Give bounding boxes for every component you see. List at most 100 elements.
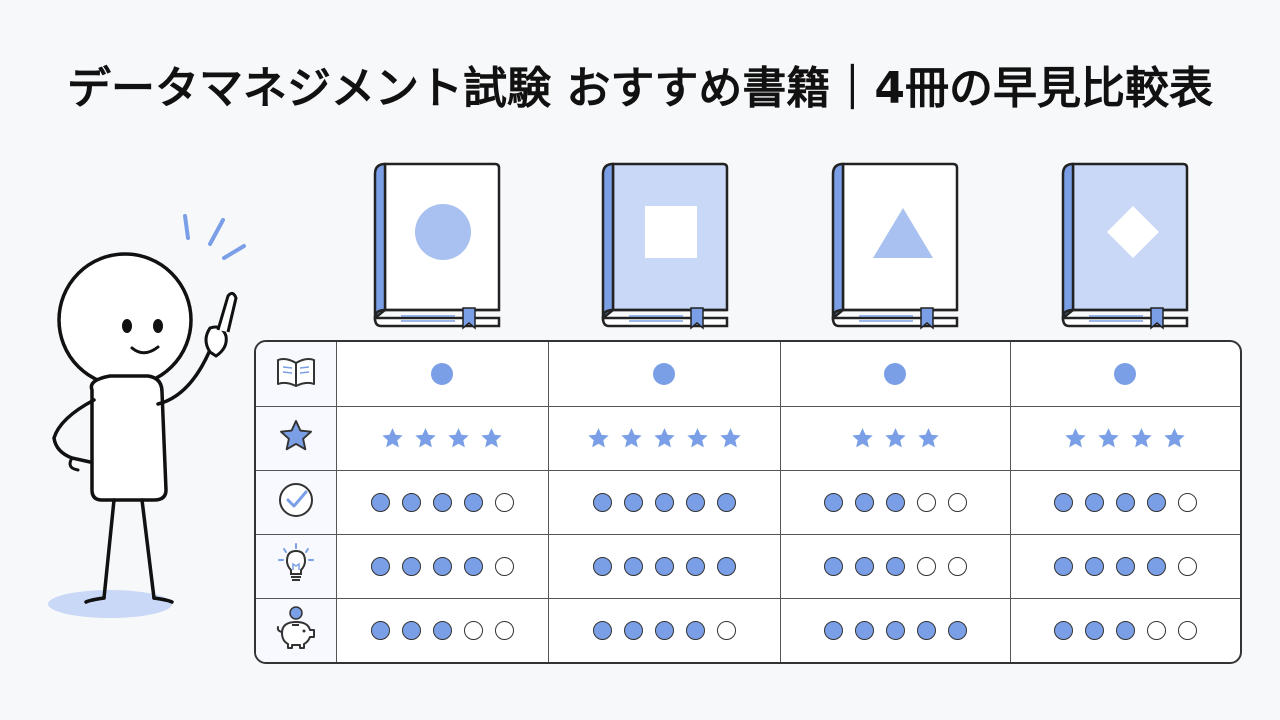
rating-dot-filled: [1084, 556, 1104, 576]
rating-cell: [336, 598, 548, 662]
row-divider: [256, 470, 1240, 471]
table-row: [256, 406, 1240, 470]
rating-dot-filled: [592, 492, 612, 512]
book-2: [601, 162, 729, 330]
rating-dot-filled: [401, 620, 421, 640]
rating-cell: [548, 598, 780, 662]
rating-dot-empty: [716, 620, 736, 640]
rating-dot-filled: [592, 620, 612, 640]
rating-cell: [548, 406, 780, 470]
figure-body: [89, 374, 168, 502]
rating-dot-empty: [947, 556, 967, 576]
figure-shadow: [48, 590, 172, 618]
rating-dot-empty: [947, 492, 967, 512]
cover-marker-dot: [431, 363, 453, 385]
check-circle-icon: [276, 480, 316, 524]
rating-star-icon: [917, 427, 939, 447]
rating-cell: [780, 406, 1010, 470]
rating-dot-filled: [854, 492, 874, 512]
rating-dot-filled: [623, 556, 643, 576]
row-label-cell: [256, 470, 336, 534]
rating-star-icon: [1065, 427, 1086, 447]
rating-cell: [780, 598, 1010, 662]
rating-dot-filled: [823, 492, 843, 512]
rating-dot-filled: [1053, 492, 1073, 512]
rating-dot-empty: [463, 620, 483, 640]
piggy-bank-icon: [274, 605, 318, 655]
cover-marker-dot: [653, 363, 675, 385]
rating-dot-filled: [654, 492, 674, 512]
rating-dot-filled: [1146, 556, 1166, 576]
row-label-cell: [256, 406, 336, 470]
rating-cell: [780, 470, 1010, 534]
rating-dot-filled: [1146, 492, 1166, 512]
rating-dot-filled: [401, 556, 421, 576]
rating-star-icon: [1098, 427, 1119, 447]
rating-dot-filled: [463, 556, 483, 576]
rating-dot-filled: [654, 556, 674, 576]
rating-dot-filled: [1115, 492, 1135, 512]
rating-dot-filled: [432, 620, 452, 640]
book-4: [1061, 162, 1189, 330]
rating-dot-filled: [685, 492, 705, 512]
rating-dot-filled: [823, 620, 843, 640]
rating-dot-filled: [623, 492, 643, 512]
rating-dot-filled: [685, 620, 705, 640]
rating-dot-filled: [854, 620, 874, 640]
rating-cell: [1010, 470, 1240, 534]
rating-dot-filled: [1084, 620, 1104, 640]
stick-figure-illustration: [48, 214, 246, 618]
rating-cell: [1010, 342, 1240, 406]
rating-dot-empty: [494, 492, 514, 512]
table-row: [256, 598, 1240, 662]
row-divider: [256, 598, 1240, 599]
rating-cell: [1010, 406, 1240, 470]
table-row: [256, 534, 1240, 598]
emphasis-line: [222, 244, 246, 260]
row-label-cell: [256, 598, 336, 662]
rating-dot-filled: [885, 556, 905, 576]
rating-dot-filled: [885, 492, 905, 512]
rating-star-icon: [448, 427, 469, 447]
circle-icon: [415, 204, 471, 260]
rating-dot-filled: [1053, 620, 1073, 640]
rating-star-icon: [653, 427, 675, 447]
rating-dot-empty: [916, 492, 936, 512]
rating-star-icon: [481, 427, 502, 447]
rating-star-icon: [686, 427, 708, 447]
rating-star-icon: [415, 427, 436, 447]
book-1: [373, 162, 501, 330]
rating-dot-filled: [370, 556, 390, 576]
rating-dot-filled: [823, 556, 843, 576]
lightbulb-icon: [276, 542, 316, 590]
rating-cell: [780, 534, 1010, 598]
rating-dot-empty: [916, 556, 936, 576]
rating-dot-filled: [432, 556, 452, 576]
rating-cell: [1010, 534, 1240, 598]
table-row: [256, 342, 1240, 406]
rating-dot-filled: [1115, 620, 1135, 640]
rating-dot-empty: [1177, 556, 1197, 576]
rating-cell: [780, 342, 1010, 406]
star-icon: [277, 417, 315, 459]
rating-dot-empty: [1177, 492, 1197, 512]
page-title: データマネジメント試験 おすすめ書籍｜4冊の早見比較表: [67, 63, 1213, 114]
rating-dot-filled: [1084, 492, 1104, 512]
rating-dot-empty: [494, 620, 514, 640]
column-divider: [780, 342, 781, 662]
rating-star-icon: [1164, 427, 1185, 447]
table-row: [256, 470, 1240, 534]
rating-dot-empty: [1146, 620, 1166, 640]
emphasis-line: [183, 214, 190, 240]
cover-marker-dot: [884, 363, 906, 385]
column-divider: [1010, 342, 1011, 662]
book-3: [831, 162, 959, 330]
rating-cell: [548, 470, 780, 534]
rating-dot-filled: [916, 620, 936, 640]
rating-dot-filled: [685, 556, 705, 576]
rating-star-icon: [620, 427, 642, 447]
rating-star-icon: [1131, 427, 1152, 447]
rating-dot-empty: [1177, 620, 1197, 640]
rating-star-icon: [851, 427, 873, 447]
column-divider: [336, 342, 337, 662]
